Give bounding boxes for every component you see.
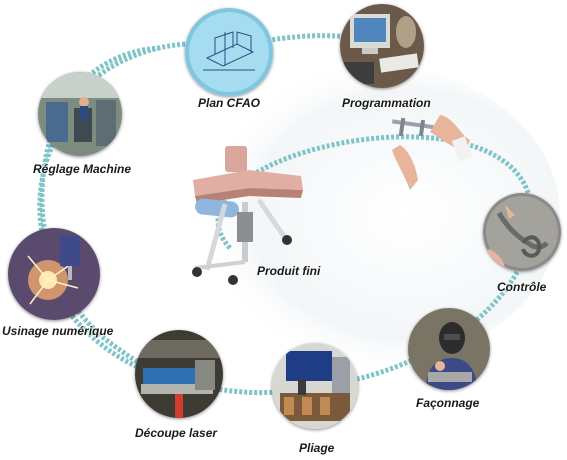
step-label-programmation: Programmation <box>342 96 431 110</box>
step-label-controle: Contrôle <box>497 280 547 294</box>
cnc-sparks-icon <box>8 228 100 320</box>
step-label-pliage: Pliage <box>299 441 335 455</box>
usinage-numerique-photo <box>8 228 100 320</box>
faconnage-photo <box>408 308 490 390</box>
step-label-plan-cfao: Plan CFAO <box>198 96 261 110</box>
inner-process-loop <box>215 134 535 388</box>
decoupe-laser-photo <box>135 330 223 418</box>
plan-cfao-photo <box>185 8 273 96</box>
reglage-machine-photo <box>38 72 122 156</box>
cad-drawing-icon <box>185 8 273 96</box>
machine-workshop-icon <box>38 72 122 156</box>
step-label-reglage-machine: Réglage Machine <box>33 162 132 176</box>
medical-examination-table-icon <box>192 146 303 285</box>
press-brake-icon <box>272 343 358 429</box>
step-label-faconnage: Façonnage <box>416 396 480 410</box>
center-label-produit-fini: Produit fini <box>257 264 321 278</box>
computer-workstation-icon <box>340 4 424 88</box>
laser-cutter-icon <box>135 330 223 418</box>
step-label-decoupe-laser: Découpe laser <box>135 426 218 440</box>
measurement-inspection-icon <box>483 193 561 271</box>
step-label-usinage-numerique: Usinage numérique <box>2 324 114 338</box>
pliage-photo <box>272 343 358 429</box>
caliper-icon <box>391 115 473 190</box>
programmation-photo <box>340 4 424 88</box>
controle-photo <box>483 193 561 271</box>
welding-icon <box>408 308 490 390</box>
